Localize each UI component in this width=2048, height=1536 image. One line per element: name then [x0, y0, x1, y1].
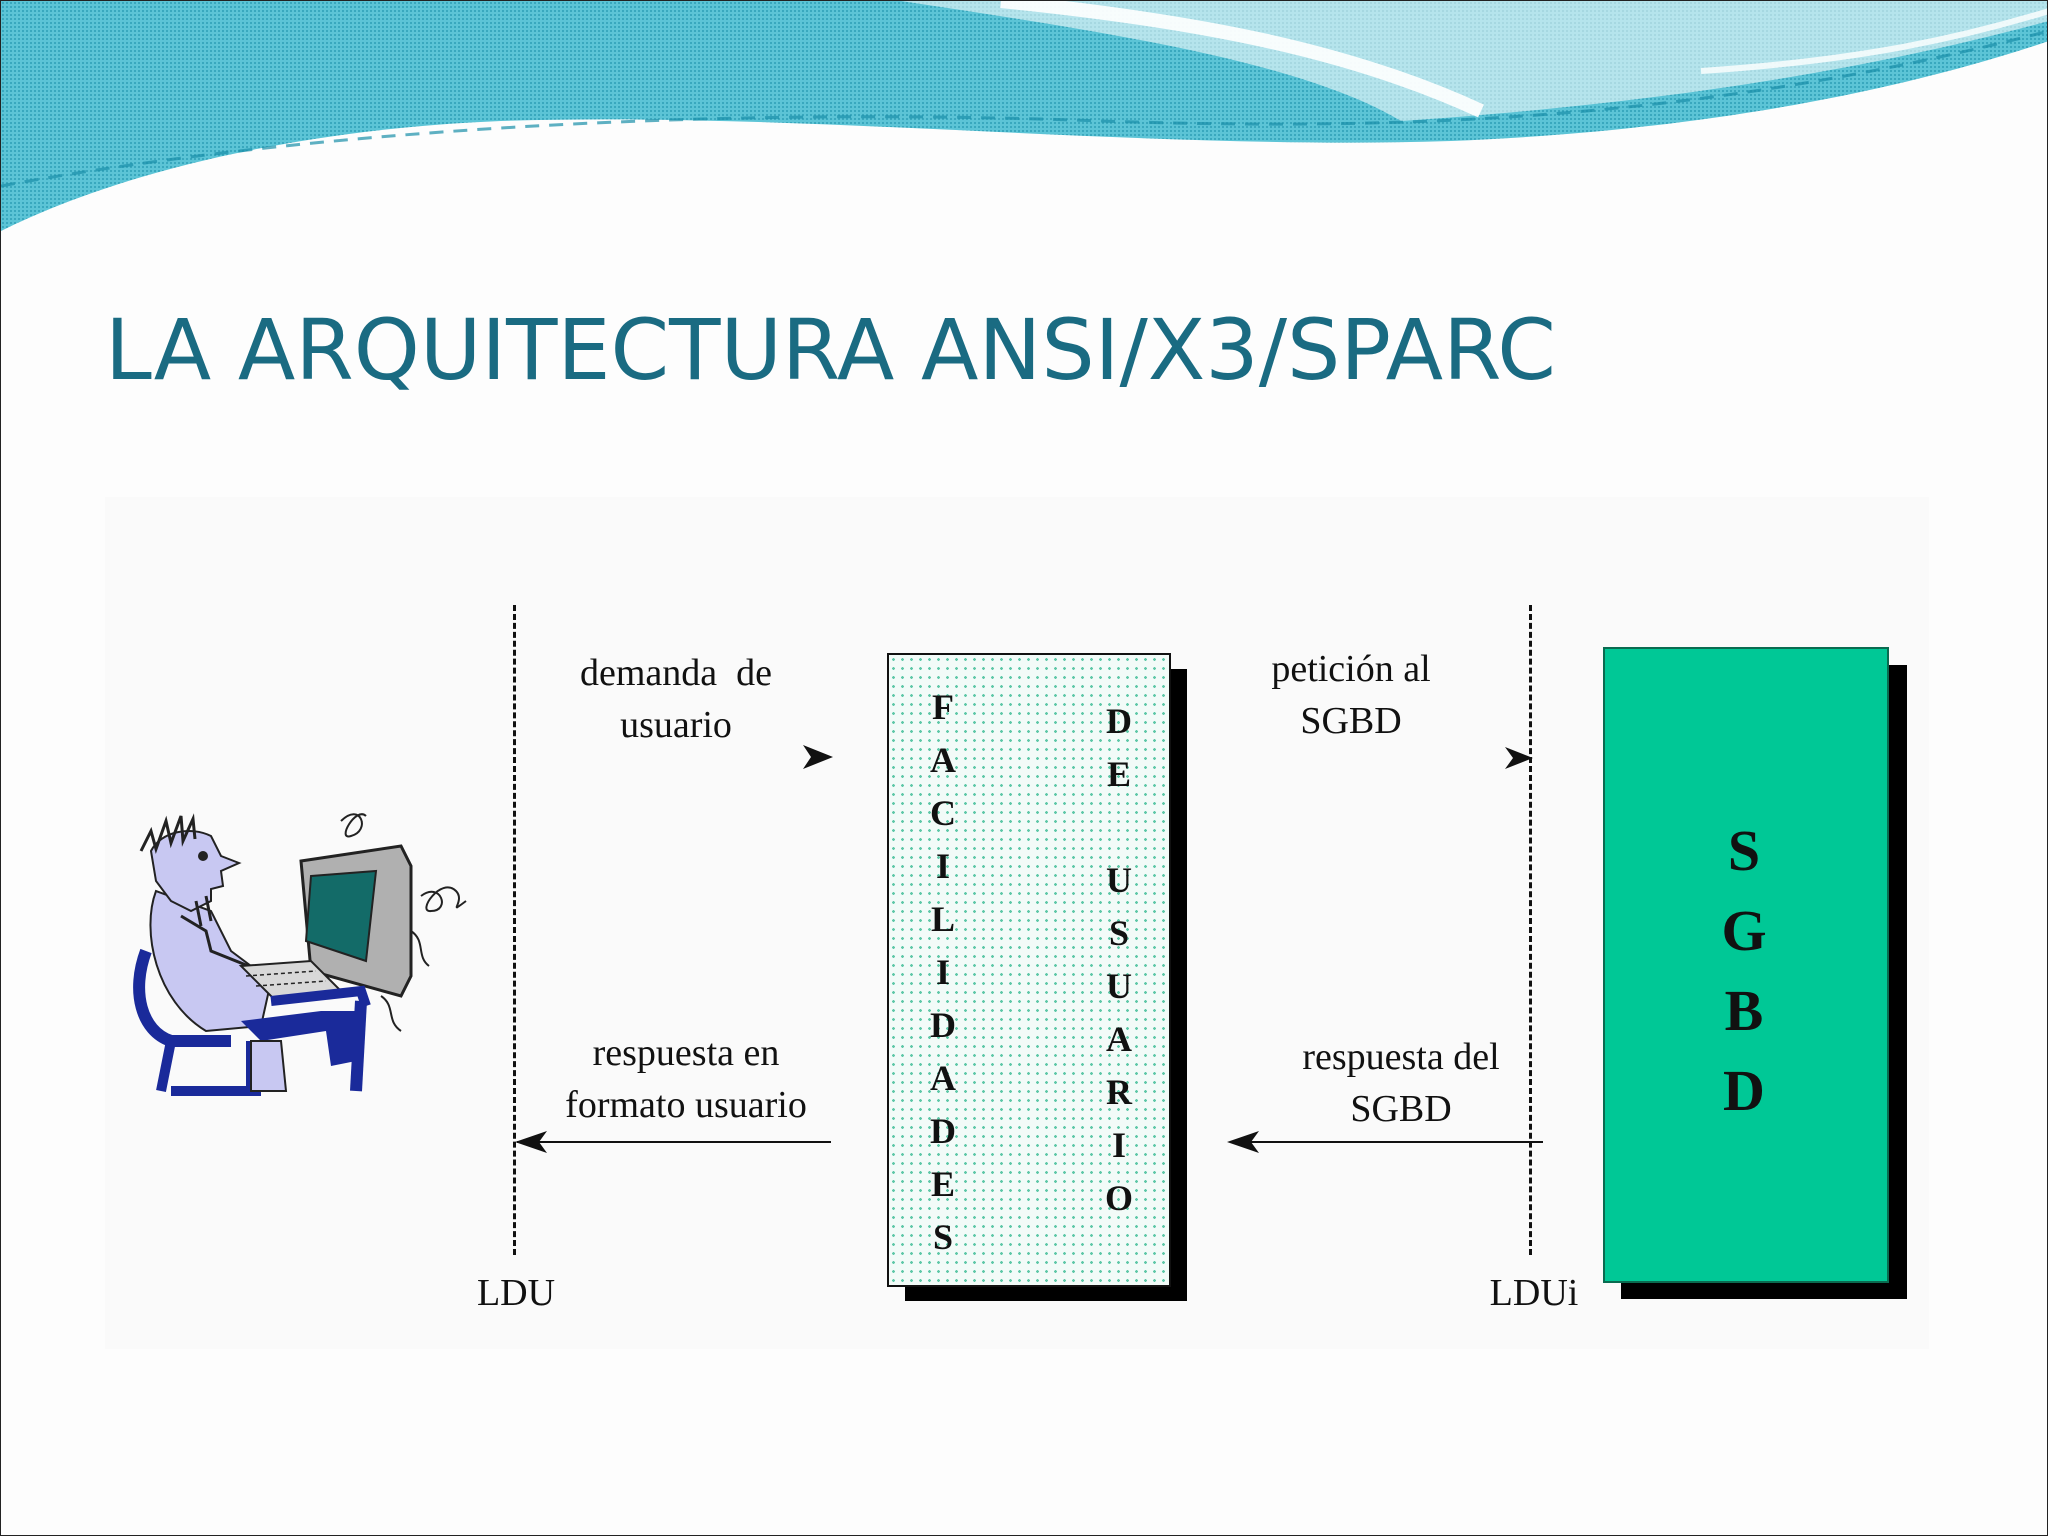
user-letter: U — [1106, 860, 1132, 900]
user-letter: E — [1106, 754, 1131, 794]
response-label-line2: formato usuario — [565, 1084, 807, 1126]
demand-label-line1: demanda de — [579, 652, 773, 694]
facilities-letter: A — [930, 740, 956, 780]
facilities-letter: D — [930, 1111, 956, 1151]
sgbd-response-arrowhead-icon — [1227, 1131, 1259, 1153]
sgbd-response-label-line1: respuesta del — [1302, 1036, 1500, 1078]
facilities-letter: S — [932, 1217, 954, 1257]
facilities-letter: F — [932, 687, 954, 727]
sgbd-letter: B — [1724, 978, 1764, 1043]
sgbd-box — [1603, 647, 1889, 1283]
response-arrowhead-icon — [515, 1131, 547, 1153]
user-letter: R — [1106, 1072, 1132, 1112]
facilities-letter: A — [930, 1058, 956, 1098]
header-wave-decoration — [1, 1, 2047, 231]
user-letter: A — [1106, 1019, 1132, 1059]
facilities-letter: I — [935, 846, 950, 886]
request-label-line2: SGBD — [1300, 700, 1402, 742]
response-label-line1: respuesta en — [592, 1032, 780, 1074]
user-letter: D — [1106, 701, 1132, 741]
facilities-letter: D — [930, 1005, 956, 1045]
facilities-letter: L — [930, 899, 955, 939]
sgbd-letter: S — [1727, 818, 1761, 883]
demand-arrowhead-icon — [803, 745, 833, 769]
user-letter: O — [1104, 1178, 1133, 1218]
sgbd-letter: G — [1721, 898, 1767, 963]
sgbd-response-label-line2: SGBD — [1350, 1088, 1452, 1130]
user-letter: S — [1108, 913, 1130, 953]
ldu-boundary-line — [513, 605, 516, 1255]
response-arrow-line — [517, 1141, 831, 1143]
request-label-line1: petición al — [1271, 648, 1431, 690]
user-at-computer-icon — [133, 813, 467, 1096]
facilities-letter: I — [935, 952, 950, 992]
ldui-boundary-line — [1529, 605, 1532, 1255]
facilities-letter: C — [930, 793, 956, 833]
slide-title: LA ARQUITECTURA ANSI/X3/SPARC — [105, 301, 1556, 399]
facilities-panel — [887, 653, 1171, 1287]
sgbd-box-label: S G B D — [1603, 811, 1885, 1131]
sgbd-letter: D — [1723, 1058, 1765, 1123]
facilities-letter: E — [930, 1164, 955, 1204]
sgbd-response-arrow-line — [1231, 1141, 1543, 1143]
demand-label-line2: usuario — [620, 704, 732, 746]
user-letter: I — [1111, 1125, 1126, 1165]
request-arrowhead-icon — [1505, 747, 1533, 769]
ldu-label: LDU — [476, 1272, 556, 1314]
ldui-label: LDUi — [1489, 1272, 1579, 1314]
user-letter: U — [1106, 966, 1132, 1006]
